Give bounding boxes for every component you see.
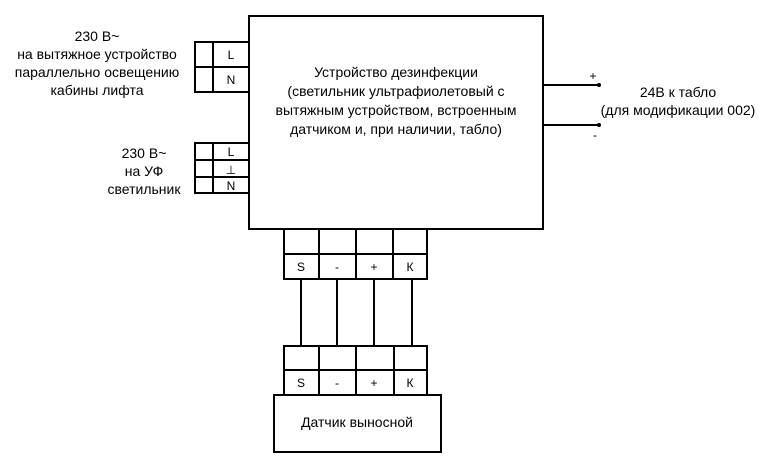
sensor-terminal-block: S - + К — [283, 345, 428, 396]
terminal-label-N: N — [227, 179, 236, 193]
plus-label: + — [589, 69, 596, 83]
device-sensor-terminal-block: S - + К — [283, 228, 428, 280]
uv-input-desc-2: светильник — [108, 181, 182, 197]
terminal-label-S: S — [297, 260, 305, 274]
terminal-label-minus: - — [335, 260, 339, 274]
terminal-label-L: L — [228, 145, 235, 159]
terminal-label-plus: + — [370, 376, 377, 390]
main-device-desc-2: вытяжным устройством, встроенным — [276, 102, 517, 118]
uv-input-voltage: 230 В~ — [122, 145, 167, 161]
display-output-desc-2: (для модификации 002) — [601, 102, 756, 118]
uv-input-terminal-block: L ⊥ N — [194, 142, 250, 194]
remote-sensor-label: Датчик выносной — [301, 414, 413, 430]
terminal-label-K: К — [407, 260, 414, 274]
terminal-label-L: L — [228, 48, 235, 62]
uv-input-desc-1: на УФ — [125, 163, 163, 179]
minus-terminal-dot — [597, 123, 601, 127]
remote-sensor-box — [273, 394, 442, 453]
main-device-title: Устройство дезинфекции — [314, 64, 478, 80]
terminal-label-S: S — [297, 376, 305, 390]
terminal-label-minus: - — [335, 376, 339, 390]
fan-input-desc-2: параллельно освещению — [15, 64, 180, 80]
terminal-label-K: К — [407, 376, 414, 390]
plus-terminal-dot — [597, 83, 601, 87]
display-output-desc-1: 24В к табло — [640, 84, 717, 100]
ground-icon: ⊥ — [226, 163, 236, 177]
sensor-cable — [300, 279, 413, 346]
fan-input-desc-1: на вытяжное устройство — [17, 46, 177, 62]
fan-input-voltage: 230 В~ — [75, 28, 120, 44]
main-device-desc-3: датчиком и, при наличии, табло) — [290, 121, 502, 137]
terminal-label-plus: + — [370, 260, 377, 274]
main-device-desc-1: (светильник ультрафиолетовый с — [287, 83, 504, 99]
display-output: + - — [543, 69, 601, 142]
minus-label: - — [593, 128, 597, 142]
fan-input-terminal-block: L N — [194, 41, 250, 93]
terminal-label-N: N — [227, 73, 236, 87]
fan-input-desc-3: кабины лифта — [51, 82, 144, 98]
